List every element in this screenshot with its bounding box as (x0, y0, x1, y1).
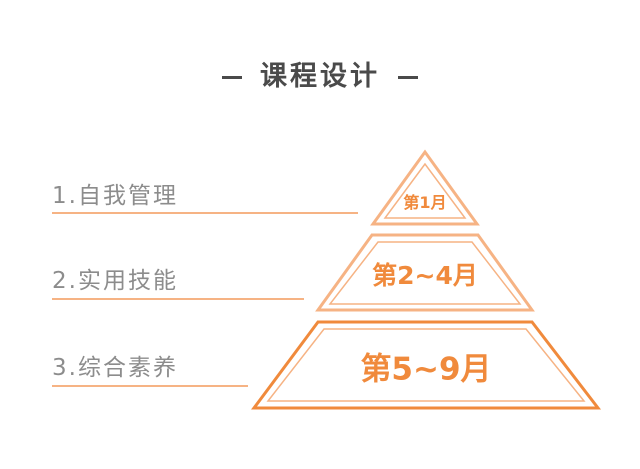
tier-3-inner (266, 328, 586, 402)
title-text: 课程设计 (260, 61, 380, 92)
tier-2-period: 第2~4月 (372, 261, 478, 290)
level-2-label: 2.实用技能 (52, 268, 178, 294)
tier-1-inner (383, 162, 467, 219)
title-dash-left (222, 76, 242, 79)
page-title: 课程设计 (0, 54, 640, 93)
level-1-underline (52, 212, 358, 214)
title-dash-right (398, 76, 418, 79)
level-2-underline (52, 298, 304, 300)
level-3-label: 3.综合素养 (52, 355, 178, 381)
tier-2-outer (315, 233, 535, 312)
level-1-label: 1.自我管理 (52, 183, 178, 209)
tier-1-period: 第1月 (403, 193, 447, 212)
tier-1-outer (370, 149, 480, 226)
level-3-underline (52, 385, 248, 387)
tier-3-outer (251, 320, 602, 410)
tier-3-period: 第5~9月 (360, 351, 492, 388)
tier-2-inner (328, 241, 522, 305)
